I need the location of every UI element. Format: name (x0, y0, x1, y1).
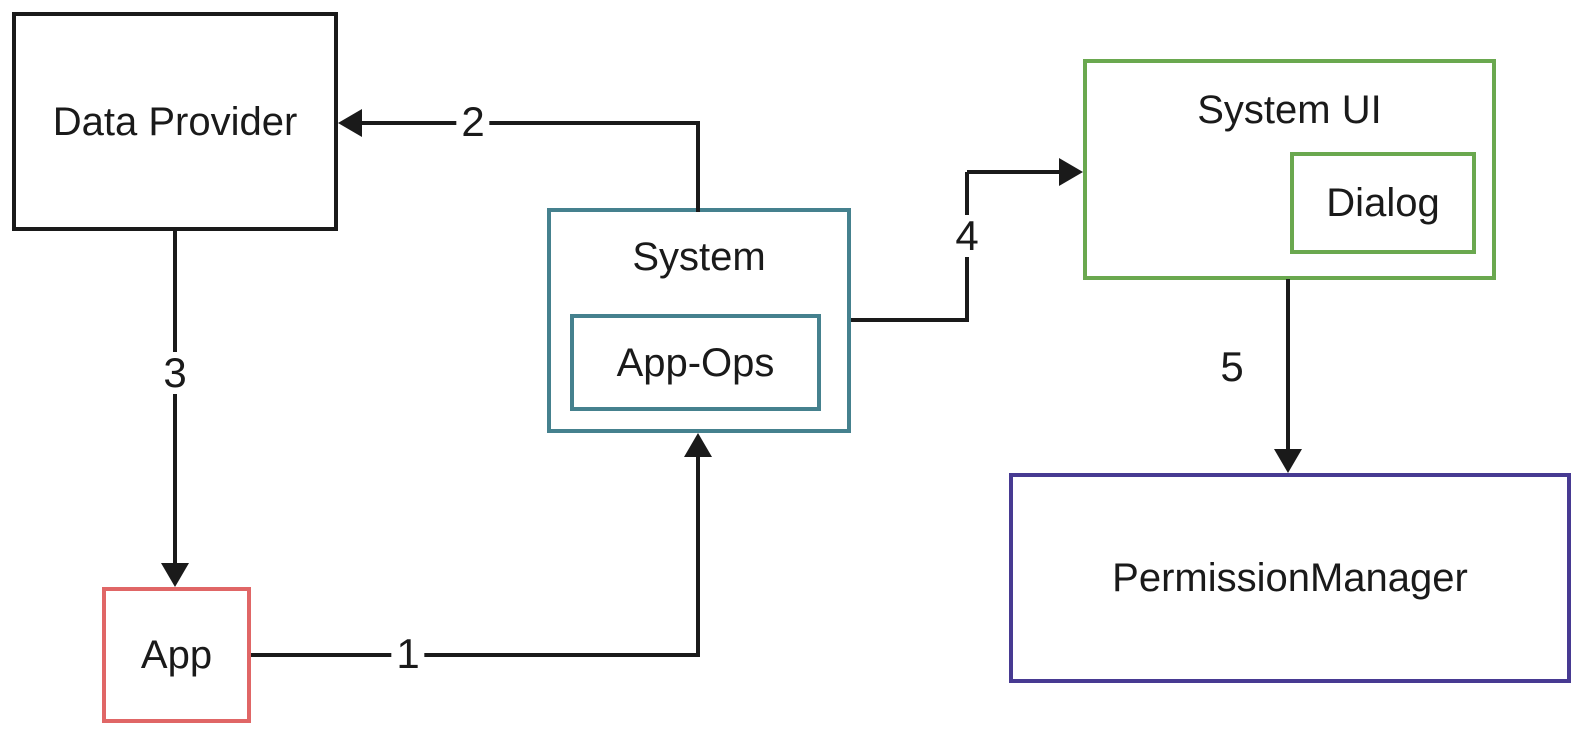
node-dialog: Dialog (1290, 152, 1476, 254)
edge-1-arrowhead-up-icon (684, 433, 712, 457)
node-dialog-label: Dialog (1326, 181, 1440, 225)
edge-5-label: 5 (1215, 346, 1249, 388)
edge-4-bottom-horizontal-segment (851, 318, 969, 322)
edge-4-arrowhead-right-icon (1059, 158, 1083, 186)
edge-3-label: 3 (158, 352, 192, 394)
edge-2-vertical-segment (696, 121, 700, 212)
edge-4-label: 4 (950, 215, 984, 257)
node-data-provider: Data Provider (12, 12, 338, 231)
edge-1-horizontal-segment (251, 653, 700, 657)
node-app: App (102, 587, 251, 723)
edge-4-top-horizontal-segment (967, 170, 1063, 174)
node-app-label: App (140, 633, 213, 677)
edge-2-horizontal-segment (358, 121, 700, 125)
edge-3-arrowhead-down-icon (161, 563, 189, 587)
edge-3-vertical-segment (173, 231, 177, 565)
node-app-ops: App-Ops (570, 314, 821, 411)
node-data-provider-label: Data Provider (52, 99, 298, 144)
node-system-ui-label: System UI (1197, 88, 1382, 132)
edge-1-label: 1 (391, 633, 425, 675)
node-app-ops-label: App-Ops (616, 340, 775, 385)
edge-2-label: 2 (456, 101, 490, 143)
edge-2-arrowhead-left-icon (338, 109, 362, 137)
node-permission-manager: PermissionManager (1009, 473, 1571, 683)
edge-5-vertical-segment (1286, 279, 1290, 451)
node-system-label: System (632, 235, 766, 279)
edge-5-arrowhead-down-icon (1274, 449, 1302, 473)
edge-1-vertical-segment (696, 455, 700, 657)
node-permission-manager-label: PermissionManager (1112, 556, 1468, 600)
